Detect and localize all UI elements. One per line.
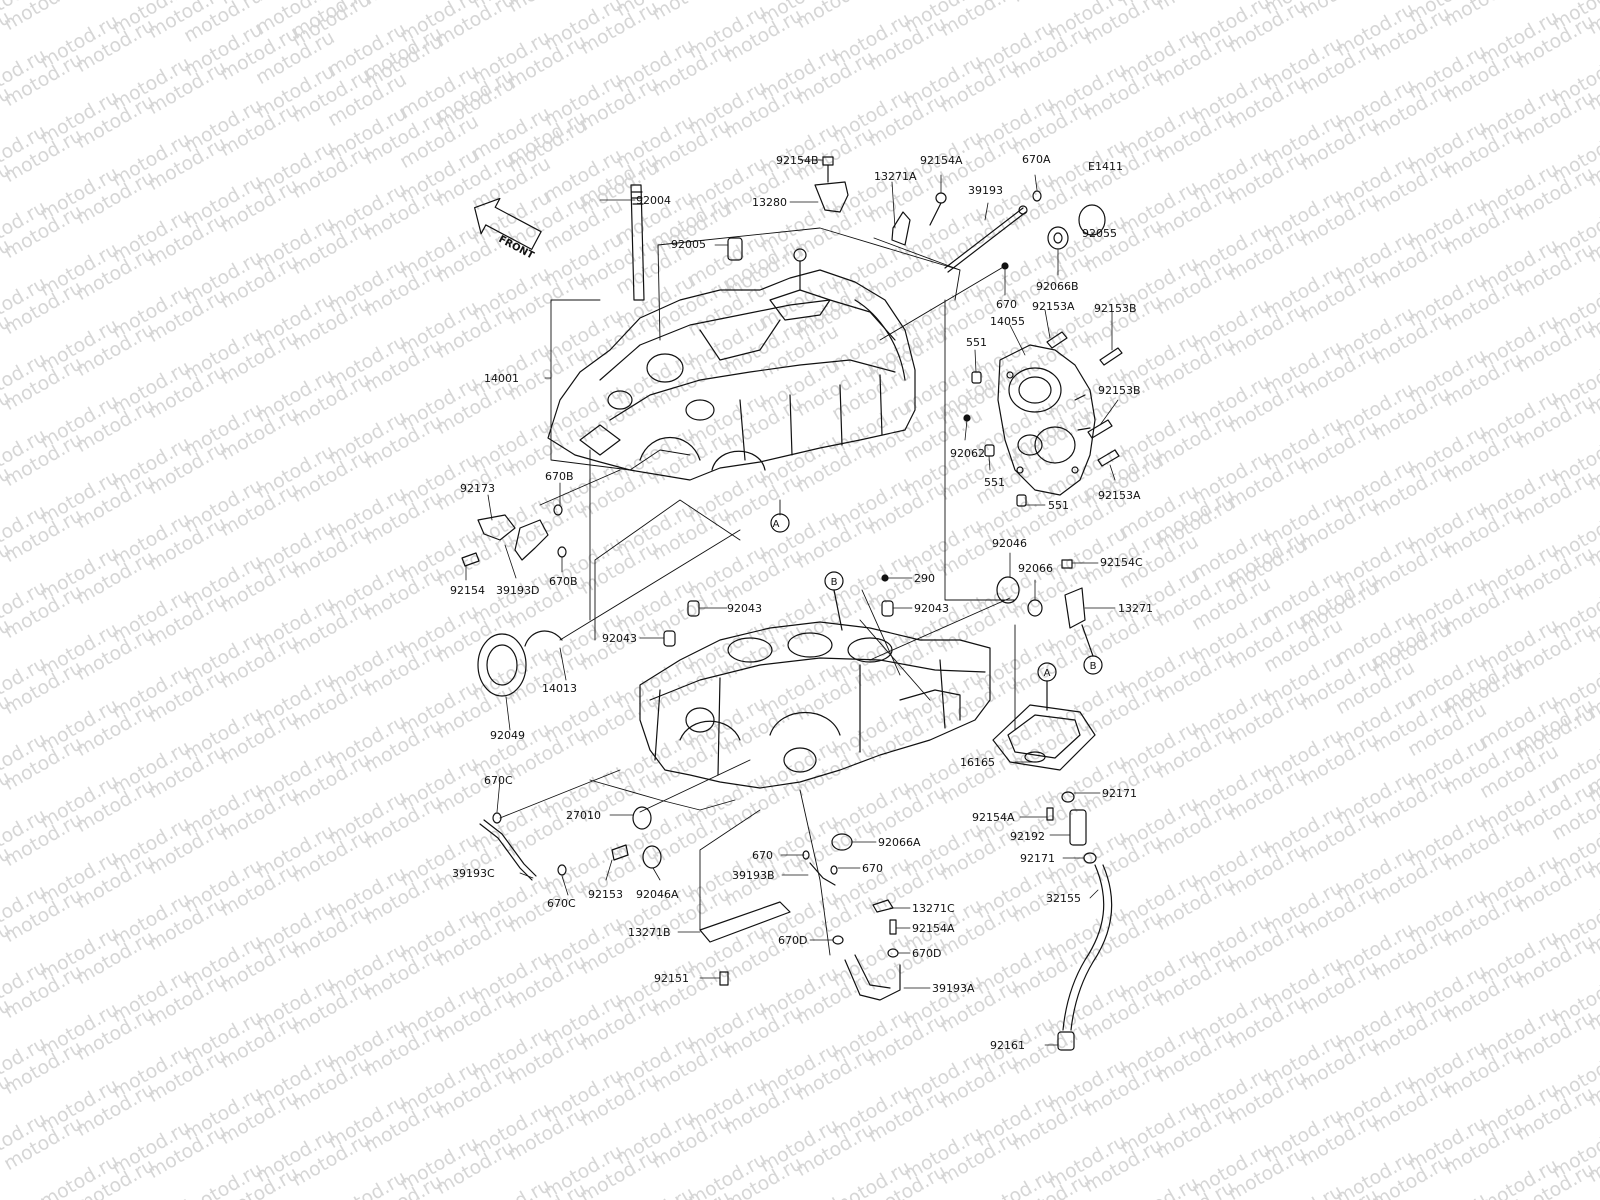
- label: 92171: [1020, 852, 1055, 865]
- ref-b: B: [831, 577, 838, 588]
- label: 670C: [547, 897, 576, 910]
- label: 670D: [778, 934, 807, 947]
- label: 92004: [636, 194, 671, 207]
- label: 92153A: [1032, 300, 1075, 313]
- label: 92171: [1102, 787, 1137, 800]
- oil-pan-16165: [992, 704, 1096, 771]
- right-cover-14055: [997, 344, 1096, 496]
- label: 670: [752, 849, 773, 862]
- label: 92173: [460, 482, 495, 495]
- label: 92043: [602, 632, 637, 645]
- label: 14001: [484, 372, 519, 385]
- ref-b: B: [1090, 661, 1097, 672]
- label: 92055: [1082, 227, 1117, 240]
- label: 551: [984, 476, 1005, 489]
- ref-a: A: [773, 519, 780, 530]
- label: 670: [862, 862, 883, 875]
- reference-markers: [770, 513, 1103, 711]
- label: 92005: [671, 238, 706, 251]
- label: 92154A: [912, 922, 955, 935]
- label: 551: [1048, 499, 1069, 512]
- label: 670B: [545, 470, 574, 483]
- label: 92043: [914, 602, 949, 615]
- label: 92153B: [1098, 384, 1141, 397]
- label: 92062: [950, 447, 985, 460]
- label: 551: [966, 336, 987, 349]
- label: 39193B: [732, 869, 775, 882]
- label: 92066: [1018, 562, 1053, 575]
- label-leaders: [465, 159, 1119, 1046]
- label: 92161: [990, 1039, 1025, 1052]
- lower-crankcase: [639, 621, 991, 789]
- label: 92066B: [1036, 280, 1079, 293]
- label: 16165: [960, 756, 995, 769]
- front-label: FRONT: [497, 234, 536, 262]
- label: 670A: [1022, 153, 1051, 166]
- part-labels: E1411 FRONT 92154B 92154A 670A 13271A 39…: [450, 153, 1153, 1052]
- label: 39193C: [452, 867, 495, 880]
- label: 13271: [1118, 602, 1153, 615]
- label: 13271A: [874, 170, 917, 183]
- label: 39193D: [496, 584, 539, 597]
- label: 92153B: [1094, 302, 1137, 315]
- label: 14055: [990, 315, 1025, 328]
- label: 670: [996, 298, 1017, 311]
- label: 92154A: [972, 811, 1015, 824]
- label: 92153A: [1098, 489, 1141, 502]
- label: 39193: [968, 184, 1003, 197]
- label: 92151: [654, 972, 689, 985]
- label: 14013: [542, 682, 577, 695]
- label: 13271B: [628, 926, 671, 939]
- label: 670B: [549, 575, 578, 588]
- label: 13271C: [912, 902, 955, 915]
- small-parts: [461, 156, 1123, 1051]
- label: 290: [914, 572, 935, 585]
- label: 32155: [1046, 892, 1081, 905]
- label: 92192: [1010, 830, 1045, 843]
- label: 92066A: [878, 836, 921, 849]
- leader-lines: [499, 227, 1016, 956]
- upper-crankcase-14001: [547, 248, 916, 481]
- label: 92049: [490, 729, 525, 742]
- label: 92046: [992, 537, 1027, 550]
- label: 92046A: [636, 888, 679, 901]
- label: 13280: [752, 196, 787, 209]
- label: 92154B: [776, 154, 819, 167]
- diagram-code: E1411: [1088, 160, 1123, 173]
- label: 92154C: [1100, 556, 1143, 569]
- label: 670C: [484, 774, 513, 787]
- label: 39193A: [932, 982, 975, 995]
- front-arrow-icon: [474, 197, 542, 250]
- label: 670D: [912, 947, 941, 960]
- label: 92153: [588, 888, 623, 901]
- label: 92043: [727, 602, 762, 615]
- label: 27010: [566, 809, 601, 822]
- label: 92154: [450, 584, 485, 597]
- ref-a: A: [1044, 668, 1051, 679]
- label: 92154A: [920, 154, 963, 167]
